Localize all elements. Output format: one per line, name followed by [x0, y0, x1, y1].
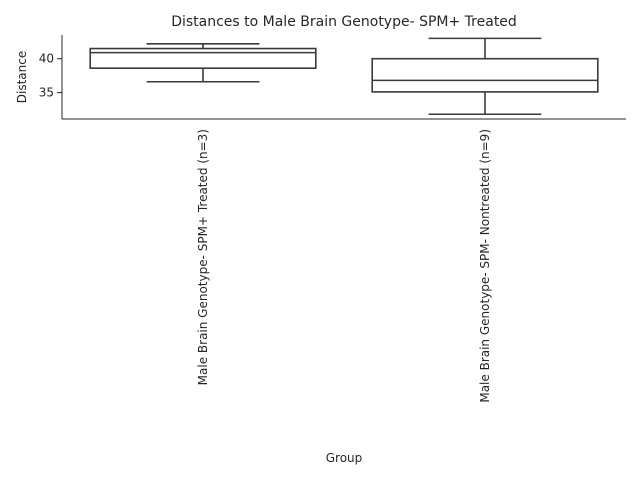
boxes	[89, 37, 599, 116]
box-group	[89, 43, 317, 83]
interquartile-box	[371, 57, 599, 93]
x-tick-label: Male Brain Genotype- SPM- Nontreated (n=…	[478, 129, 492, 403]
x-ticks: Male Brain Genotype- SPM+ Treated (n=3) M…	[196, 129, 492, 403]
y-tick-label: 35	[39, 86, 54, 100]
interquartile-box	[89, 47, 317, 69]
y-ticks: 35 40	[39, 52, 62, 100]
box-group	[371, 37, 599, 116]
chart-title: Distances to Male Brain Genotype- SPM+ T…	[171, 14, 517, 30]
y-tick-label: 40	[39, 52, 54, 66]
x-axis-label: Group	[326, 451, 363, 465]
y-axis-label: Distance	[15, 51, 29, 103]
x-tick-label: Male Brain Genotype- SPM+ Treated (n=3)	[196, 129, 210, 385]
